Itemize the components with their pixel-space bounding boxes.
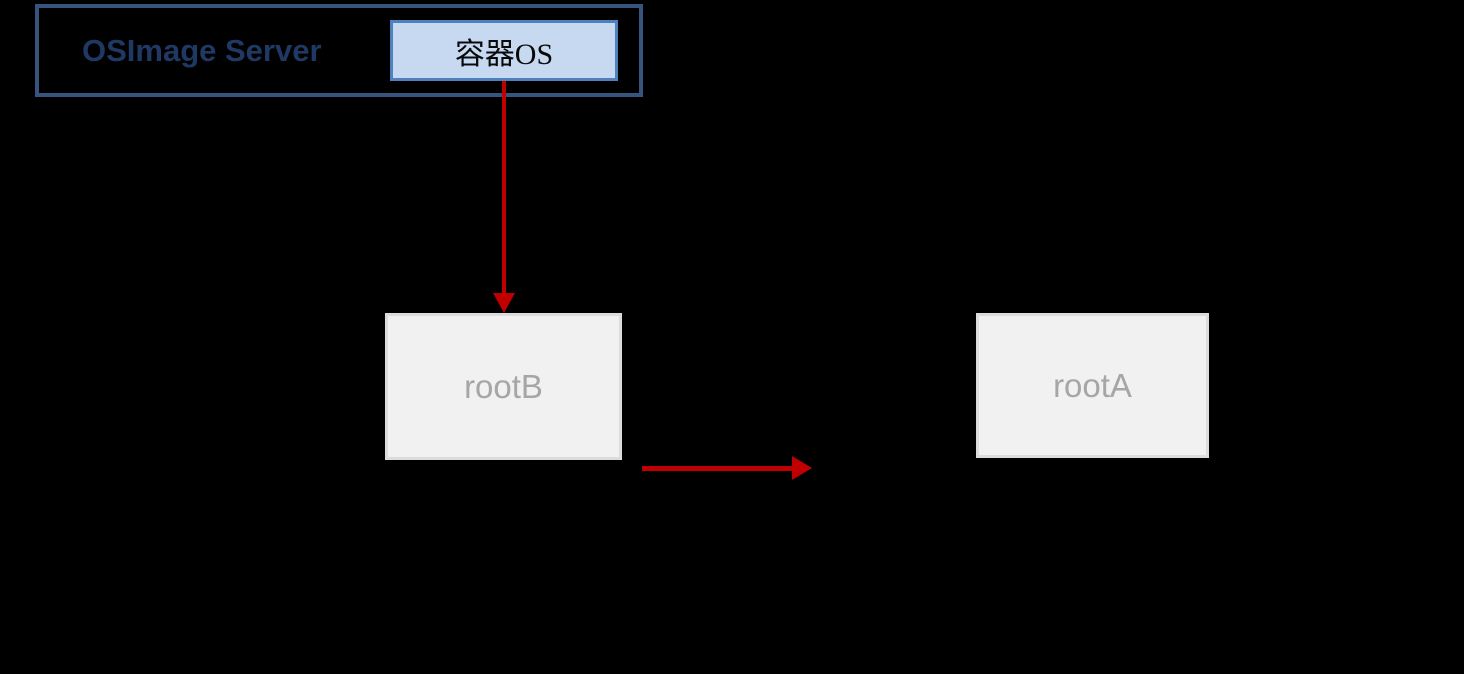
rootb-box: rootB: [385, 313, 622, 460]
osimage-server-box: OSImage Server: [35, 4, 643, 97]
roota-box: rootA: [976, 313, 1209, 458]
roota-label: rootA: [1053, 366, 1132, 404]
arrow-rootb-rightward-head-icon: [792, 456, 812, 480]
rootb-label: rootB: [464, 367, 543, 405]
arrow-rootb-rightward-line: [642, 466, 794, 471]
arrow-container-os-to-rootb-line: [502, 81, 506, 293]
osimage-server-label: OSImage Server: [82, 32, 322, 68]
container-os-label: 容器OS: [454, 37, 554, 71]
arrow-container-os-to-rootb-head-icon: [493, 293, 515, 313]
container-os-box: 容器OS: [390, 20, 618, 81]
